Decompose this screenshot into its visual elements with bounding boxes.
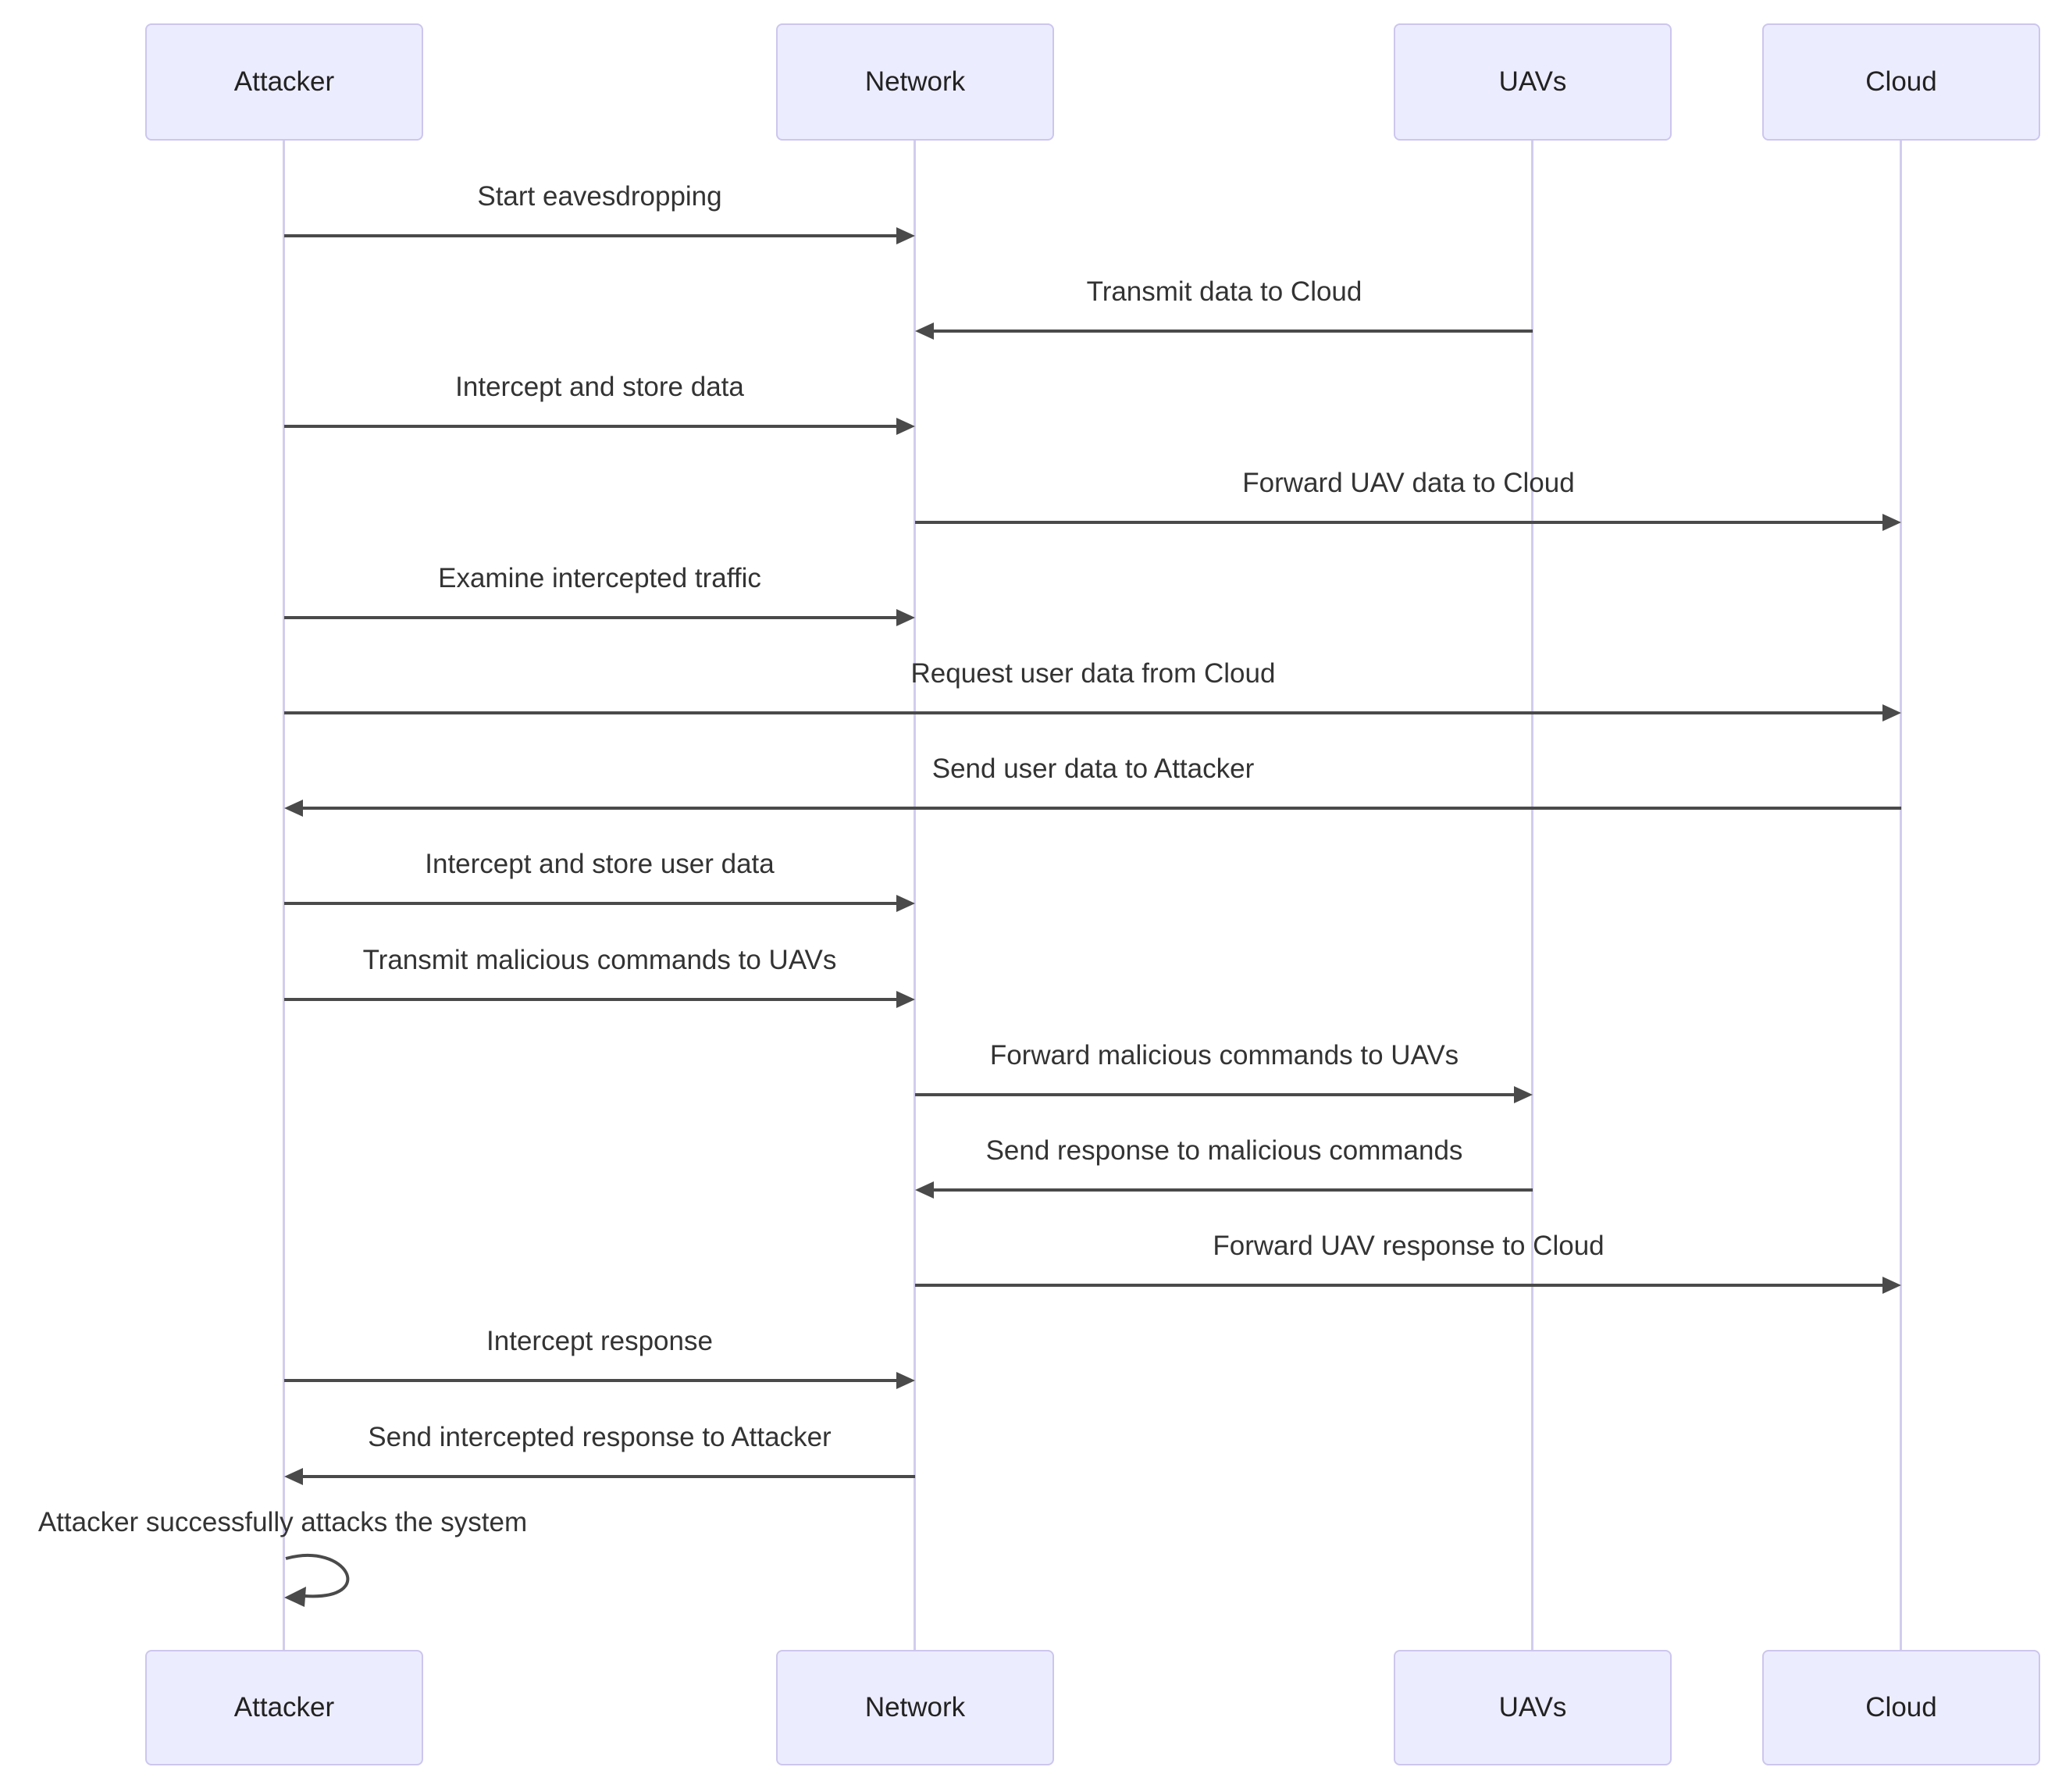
arrowhead-left-icon [915, 322, 934, 340]
message-line [284, 902, 898, 905]
arrowhead-right-icon [1882, 1277, 1901, 1294]
actor-label: UAVs [1498, 66, 1567, 97]
message-label: Examine intercepted traffic [438, 563, 761, 593]
message-label: Intercept response [486, 1326, 713, 1356]
message-line [284, 234, 898, 237]
message-line [284, 998, 898, 1001]
actor-label: Cloud [1865, 66, 1937, 97]
actor-label: Network [864, 1692, 966, 1723]
message-label: Transmit malicious commands to UAVs [362, 945, 837, 975]
message-line [301, 1475, 915, 1478]
message-label: Forward UAV data to Cloud [1242, 468, 1575, 498]
arrowhead-right-icon [896, 991, 915, 1008]
actor-box-attacker-bottom: Attacker [145, 1650, 423, 1765]
message-label: Attacker successfully attacks the system [37, 1507, 528, 1537]
message-label: Forward UAV response to Cloud [1213, 1231, 1605, 1261]
actor-box-network-bottom: Network [776, 1650, 1054, 1765]
actor-box-cloud-bottom: Cloud [1762, 1650, 2040, 1765]
arrowhead-left-icon [284, 800, 303, 817]
message-line [915, 1284, 1884, 1287]
message-label: Request user data from Cloud [910, 658, 1276, 689]
message-line [915, 521, 1884, 524]
actor-label: Network [864, 66, 966, 97]
message-label: Transmit data to Cloud [1086, 276, 1362, 307]
arrowhead-right-icon [896, 227, 915, 244]
actor-label: UAVs [1498, 1692, 1567, 1723]
actor-box-uavs-bottom: UAVs [1394, 1650, 1672, 1765]
message-line [915, 1093, 1516, 1096]
actor-box-uavs-top: UAVs [1394, 23, 1672, 141]
lifeline-cloud [1900, 141, 1902, 1650]
arrowhead-right-icon [896, 609, 915, 626]
message-line [932, 1188, 1533, 1192]
message-label: Intercept and store data [455, 372, 744, 402]
message-label: Send response to malicious commands [985, 1135, 1463, 1166]
lifeline-uavs [1531, 141, 1533, 1650]
lifeline-attacker [283, 141, 285, 1650]
message-line [301, 807, 1901, 810]
actor-label: Cloud [1865, 1692, 1937, 1723]
arrowhead-right-icon [1514, 1086, 1533, 1103]
message-line [284, 1379, 898, 1382]
actor-box-attacker-top: Attacker [145, 23, 423, 141]
message-label: Forward malicious commands to UAVs [989, 1040, 1459, 1071]
self-loop-arrow-icon [284, 1554, 350, 1607]
message-label: Send intercepted response to Attacker [368, 1422, 832, 1452]
arrowhead-left-icon [915, 1181, 934, 1199]
message-label: Start eavesdropping [477, 181, 722, 212]
arrowhead-right-icon [896, 1372, 915, 1389]
message-label: Intercept and store user data [425, 849, 775, 879]
message-line [932, 330, 1533, 333]
actor-box-network-top: Network [776, 23, 1054, 141]
arrowhead-left-icon [284, 1468, 303, 1485]
message-line [284, 425, 898, 428]
message-line [284, 711, 1884, 714]
arrowhead-right-icon [1882, 704, 1901, 721]
message-label: Send user data to Attacker [931, 753, 1255, 784]
arrowhead-right-icon [1882, 514, 1901, 531]
arrowhead-right-icon [896, 895, 915, 912]
actor-label: Attacker [233, 66, 335, 97]
actor-label: Attacker [233, 1692, 335, 1723]
actor-box-cloud-top: Cloud [1762, 23, 2040, 141]
message-line [284, 616, 898, 619]
arrowhead-right-icon [896, 418, 915, 435]
